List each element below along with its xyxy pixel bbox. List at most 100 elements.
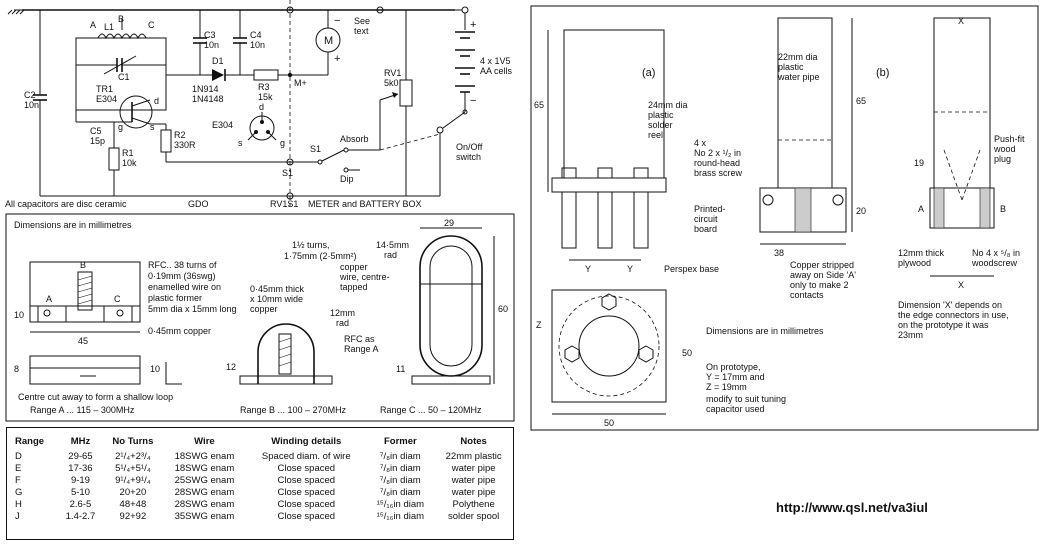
rfc-3: enamelled wire on	[148, 282, 221, 292]
rfc-1: RFC.. 38 turns of	[148, 260, 217, 270]
coil-b-tap: B	[118, 14, 124, 24]
c4-label: C4	[250, 30, 262, 40]
schematic: C2 10n A B C L1 C1 C3 10n C4 10n M	[5, 0, 513, 210]
coil-b-t1: 1½ turns,	[292, 240, 330, 250]
tr1-icon	[119, 95, 153, 129]
cells-label: 4 x 1V5	[480, 56, 511, 66]
coil-b-t2: 1·75mm (2·5mm²)	[284, 251, 357, 261]
former-b: Push-fit wood plug 19 A B X 12mm thick p…	[898, 16, 1025, 340]
absorb-label: Absorb	[340, 134, 369, 144]
c2-value: 10n	[24, 100, 39, 110]
c5-value: 15p	[90, 136, 105, 146]
e304-label: E304	[212, 120, 233, 130]
dim-50-side: 50	[682, 348, 692, 358]
coil-c-dim11: 11	[396, 364, 405, 374]
earth-symbol	[7, 9, 25, 15]
dim-y-1: Y	[585, 264, 591, 274]
s1-label-bottom: S1	[282, 168, 293, 178]
table-cell: H	[15, 499, 22, 510]
range-b: Range B ... 100 – 270MHz	[240, 405, 347, 415]
pipe-2: plastic	[778, 62, 804, 72]
col-mhz: MHz	[70, 436, 91, 447]
col-turns: No Turns	[112, 436, 154, 447]
table-cell: ¹⁵/₁₆in diam	[376, 499, 425, 510]
table-cell: 9-19	[70, 475, 90, 486]
e304-d: d	[259, 102, 264, 112]
pcb-3: board	[694, 224, 717, 234]
tr1-d: d	[154, 96, 159, 106]
battery-icon	[455, 31, 475, 112]
coil-a-b: B	[80, 260, 86, 270]
table-cell: Polythene	[452, 499, 495, 510]
c5-label: C5	[90, 126, 102, 136]
dim-x-bottom: X	[958, 280, 964, 290]
table-cell: 18SWG enam	[174, 451, 235, 462]
table-cell: 18SWG enam	[174, 463, 235, 474]
coil-c-dim29: 29	[444, 218, 454, 228]
plug-3: plug	[994, 154, 1011, 164]
coil-table-panel: Range MHz No Turns Wire Winding details …	[6, 427, 514, 540]
dim-65-a: 65	[534, 100, 544, 110]
coil-b-t5: tapped	[340, 282, 368, 292]
dip-label: Dip	[340, 174, 354, 184]
table-row: D 29-65 2¹/₄+2³/₄ 18SWG enam Spaced diam…	[7, 451, 513, 463]
table-cell: water pipe	[451, 475, 496, 486]
screw-3: round-head	[694, 158, 740, 168]
plug-2: wood	[993, 144, 1016, 154]
col-former: Former	[383, 436, 417, 447]
proto-3: Z = 19mm	[706, 382, 747, 392]
rfc-2: 0·19mm (36swg)	[148, 271, 216, 281]
copper-4: contacts	[790, 290, 824, 300]
coil-a-dim10: 10	[14, 310, 24, 320]
meter-label: M	[324, 35, 333, 47]
tr1-label: TR1	[96, 84, 113, 94]
pipe-1: 22mm dia	[778, 52, 818, 62]
pcb-1: Printed-	[694, 204, 726, 214]
proto-2: Y = 17mm and	[706, 372, 765, 382]
meter-box-footer: METER and BATTERY BOX	[308, 199, 422, 209]
range-a: Range A ... 115 – 300MHz	[30, 405, 135, 415]
col-notes: Notes	[460, 436, 487, 447]
dims-note: Dimensions are in millimetres	[706, 326, 824, 336]
coil-a-note: Centre cut away to form a shallow loop	[18, 392, 173, 402]
dim-b: B	[1000, 204, 1006, 214]
c3-label: C3	[204, 30, 216, 40]
table-cell: ⁷/₈in diam	[380, 451, 421, 462]
c2-label: C2	[24, 90, 36, 100]
copper-3: only to make 2	[790, 280, 849, 290]
pcb-2: circuit	[694, 214, 718, 224]
dim-20: 20	[856, 206, 866, 216]
table-cell: solder spool	[448, 511, 500, 522]
reel-3: solder	[648, 120, 673, 130]
r3-label: R3	[258, 82, 270, 92]
table-cell: Spaced diam. of wire	[261, 451, 351, 462]
rfc-5: 5mm dia x 15mm long	[148, 304, 237, 314]
table-cell: 17-36	[68, 463, 93, 474]
d1-value: 1N914	[192, 84, 219, 94]
table-row: J 1.4-2.7 92+92 35SWG enam Close spaced …	[7, 511, 513, 523]
copper-2: away on Side 'A'	[790, 270, 856, 280]
table-cell: Close spaced	[277, 475, 336, 486]
coil-c: 29 14·5mm rad 60 11 Range C ... 50 – 120…	[376, 218, 508, 415]
rv1s1-footer: RV1S1	[270, 199, 298, 209]
coil-b-c2: x 10mm wide	[250, 294, 303, 304]
reel-2: plastic	[648, 110, 674, 120]
dim-a: A	[918, 204, 924, 214]
c4-value: 10n	[250, 40, 265, 50]
meter-minus: −	[334, 15, 340, 27]
tr1-s: s	[150, 122, 155, 132]
coil-c-rad2: rad	[384, 250, 397, 260]
plug-1: Push-fit	[994, 134, 1025, 144]
coil-b-t4: wire, centre-	[339, 272, 390, 282]
battery-plus: +	[470, 19, 476, 31]
table-cell: Close spaced	[277, 487, 336, 498]
pipe-3: water pipe	[777, 72, 820, 82]
formers-panel: (a) (b) 65 Y Y 24mm dia plastic solder r…	[530, 5, 1039, 431]
table-cell: 20+20	[119, 487, 147, 498]
switch-label: switch	[456, 152, 481, 162]
col-winding: Winding details	[271, 436, 342, 447]
reel-4: reel	[648, 130, 663, 140]
cells-label-2: AA cells	[480, 66, 513, 76]
table-cell: Close spaced	[277, 511, 336, 522]
r1-value: 10k	[122, 158, 137, 168]
